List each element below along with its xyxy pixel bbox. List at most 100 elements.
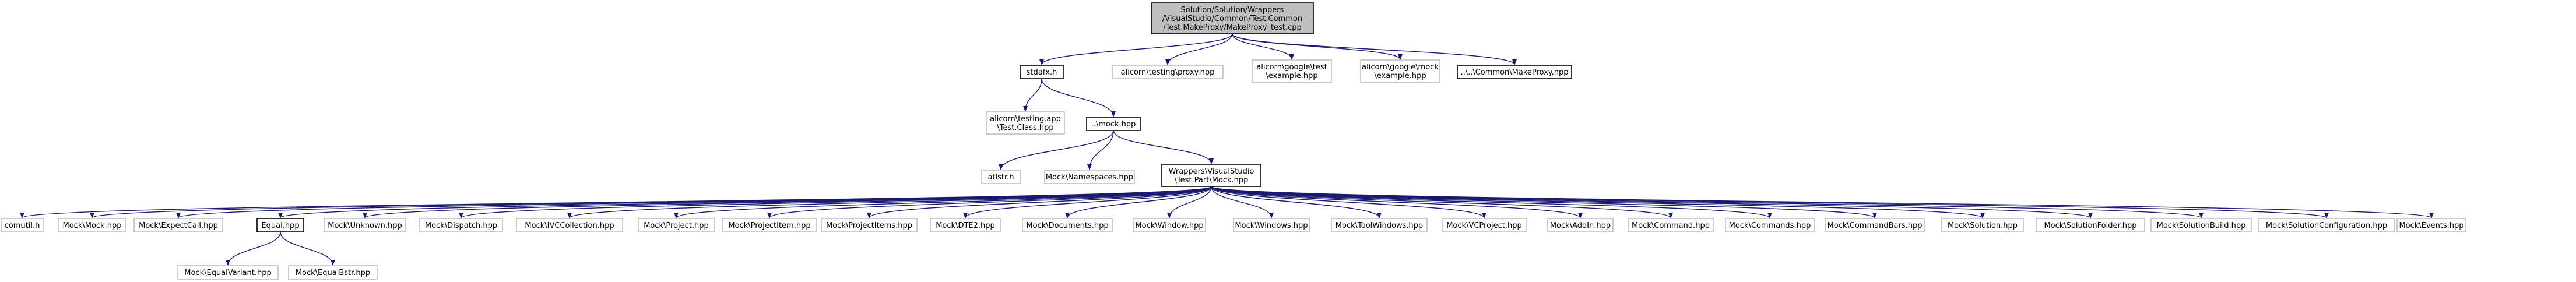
node-box-equal	[256, 218, 304, 232]
node-label-atlstr-line-0: atlstr.h	[987, 173, 1014, 182]
node-box-window	[1133, 218, 1206, 232]
node-box-toolwindows	[1331, 218, 1428, 232]
node-label-dte2-line-0: Mock\DTE2.hpp	[936, 221, 995, 230]
node-projectitems: Mock\ProjectItems.hpp	[821, 218, 918, 232]
node-documents: Mock\Documents.hpp	[1022, 218, 1113, 232]
edge-mock_hpp-to-namespaces	[1087, 130, 1114, 170]
node-vcproject: Mock\VCProject.hpp	[1442, 218, 1527, 232]
edge-wrappers_mock-to-solution	[1211, 186, 1985, 218]
node-google_mock: alicorn\google\mock\example.hpp	[1360, 59, 1440, 83]
node-label-google_test-line-0: alicorn\google\test	[1256, 63, 1327, 72]
node-label-equalvariant-line-0: Mock\EqualVariant.hpp	[184, 269, 272, 277]
edge-wrappers_mock-to-solutionconfiguration	[1211, 186, 2329, 218]
node-google_test: alicorn\google\test\example.hpp	[1252, 59, 1332, 83]
node-label-events-line-0: Mock\Events.hpp	[2399, 221, 2463, 230]
node-label-window-line-0: Mock\Window.hpp	[1135, 221, 1203, 230]
node-box-google_test	[1252, 59, 1332, 83]
node-label-solutionbuild-line-0: Mock\SolutionBuild.hpp	[2157, 221, 2246, 230]
node-command: Mock\Command.hpp	[1628, 218, 1714, 232]
edge-wrappers_mock-to-windows	[1211, 186, 1274, 218]
node-box-stdafx	[1020, 65, 1064, 79]
edge-root-to-google_mock	[1232, 33, 1403, 60]
node-equalbstr: Mock\EqualBstr.hpp	[288, 265, 378, 280]
edge-wrappers_mock-to-documents	[1065, 186, 1212, 218]
node-label-windows-line-0: Mock\Windows.hpp	[1235, 221, 1308, 230]
edge-mock_hpp-to-wrappers_mock	[1113, 130, 1214, 164]
node-box-solutionbuild	[2150, 218, 2252, 232]
edge-root-to-testing_proxy	[1165, 33, 1233, 65]
node-label-comutil-line-0: comutil.h	[5, 221, 40, 230]
node-label-root-line-2: /Test.MakeProxy/MakeProxy_test.cpp	[1163, 23, 1301, 32]
edges-layer	[20, 33, 2434, 266]
node-label-addin-line-0: Mock\AddIn.hpp	[1550, 221, 1611, 230]
node-commands: Mock\Commands.hpp	[1725, 218, 1815, 232]
edge-wrappers_mock-to-events	[1211, 186, 2434, 218]
node-label-projectitem-line-0: Mock\ProjectItem.hpp	[728, 221, 810, 230]
node-root[interactable]: Solution/Solution/Wrappers/VisualStudio/…	[1151, 2, 1314, 34]
node-testing_app: alicorn\testing.app\Test.Class.hpp	[986, 111, 1065, 135]
node-label-commandbars-line-0: Mock\CommandBars.hpp	[1828, 221, 1923, 230]
edge-wrappers_mock-to-solutionbuild	[1211, 186, 2204, 218]
node-box-testing_proxy	[1112, 65, 1224, 79]
node-wrappers_mock[interactable]: Wrappers\VisualStudio\Test.Part\Mock.hpp	[1161, 164, 1261, 187]
node-label-testing_app-line-0: alicorn\testing.app	[990, 115, 1061, 124]
node-toolwindows: Mock\ToolWindows.hpp	[1331, 218, 1428, 232]
node-box-solutionconfiguration	[2258, 218, 2395, 232]
node-ivccollection: Mock\IVCCollection.hpp	[516, 218, 623, 232]
node-events: Mock\Events.hpp	[2396, 218, 2466, 232]
node-expectcall: Mock\ExpectCall.hpp	[133, 218, 223, 232]
node-box-project	[638, 218, 715, 232]
node-label-projectitems-line-0: Mock\ProjectItems.hpp	[826, 221, 912, 230]
node-label-stdafx-line-0: stdafx.h	[1027, 68, 1057, 77]
node-box-projectitems	[821, 218, 918, 232]
node-label-mock_hpp-line-0: ..\mock.hpp	[1091, 120, 1136, 129]
node-box-command	[1628, 218, 1714, 232]
node-label-vcproject-line-0: Mock\VCProject.hpp	[1446, 221, 1522, 230]
edge-stdafx-to-mock_hpp	[1041, 78, 1116, 117]
edge-wrappers_mock-to-vcproject	[1211, 186, 1486, 218]
edge-wrappers_mock-to-projectitems	[867, 186, 1212, 218]
edge-equal-to-equalvariant	[226, 231, 281, 266]
node-label-project-line-0: Mock\Project.hpp	[644, 221, 709, 230]
node-label-command-line-0: Mock\Command.hpp	[1632, 221, 1710, 230]
node-box-equalvariant	[177, 265, 279, 280]
node-dte2: Mock\DTE2.hpp	[930, 218, 1001, 232]
edge-wrappers_mock-to-project	[674, 186, 1212, 218]
edge-wrappers_mock-to-toolwindows	[1211, 186, 1382, 218]
node-equal[interactable]: Equal.hpp	[256, 218, 304, 232]
node-box-equalbstr	[288, 265, 378, 280]
node-box-solution	[1941, 218, 2024, 232]
node-box-vcproject	[1442, 218, 1527, 232]
node-windows: Mock\Windows.hpp	[1233, 218, 1310, 232]
edge-stdafx-to-testing_app	[1023, 78, 1042, 112]
node-box-projectitem	[722, 218, 817, 232]
node-solutionconfiguration: Mock\SolutionConfiguration.hpp	[2258, 218, 2395, 232]
node-stdafx[interactable]: stdafx.h	[1020, 65, 1064, 79]
node-unknown: Mock\Unknown.hpp	[324, 218, 406, 232]
node-box-comutil	[1, 218, 44, 232]
node-solutionfolder: Mock\SolutionFolder.hpp	[2036, 218, 2145, 232]
node-label-root-line-0: Solution/Solution/Wrappers	[1181, 6, 1284, 15]
edge-root-to-makeproxy	[1232, 33, 1517, 65]
node-label-dispatch-line-0: Mock\Dispatch.hpp	[425, 221, 497, 230]
node-label-wrappers_mock-line-0: Wrappers\VisualStudio	[1169, 167, 1254, 176]
node-testing_proxy: alicorn\testing\proxy.hpp	[1112, 65, 1224, 79]
node-project: Mock\Project.hpp	[638, 218, 715, 232]
node-label-makeproxy-line-0: ..\..\Common\MakeProxy.hpp	[1460, 68, 1568, 77]
node-label-expectcall-line-0: Mock\ExpectCall.hpp	[139, 221, 218, 230]
node-box-commands	[1725, 218, 1815, 232]
node-label-root-line-1: /VisualStudio/Common/Test.Common	[1162, 15, 1302, 23]
node-mock_hpp[interactable]: ..\mock.hpp	[1086, 117, 1141, 131]
edge-wrappers_mock-to-command	[1211, 186, 1673, 218]
node-solution: Mock\Solution.hpp	[1941, 218, 2024, 232]
node-box-atlstr	[981, 170, 1021, 184]
edge-root-to-stdafx	[1039, 33, 1233, 65]
edge-wrappers_mock-to-commands	[1211, 186, 1772, 218]
node-commandbars: Mock\CommandBars.hpp	[1825, 218, 1925, 232]
node-box-windows	[1233, 218, 1310, 232]
node-box-makeproxy	[1457, 65, 1572, 79]
node-makeproxy[interactable]: ..\..\Common\MakeProxy.hpp	[1457, 65, 1572, 79]
node-comutil: comutil.h	[1, 218, 44, 232]
node-label-solutionconfiguration-line-0: Mock\SolutionConfiguration.hpp	[2266, 221, 2387, 230]
